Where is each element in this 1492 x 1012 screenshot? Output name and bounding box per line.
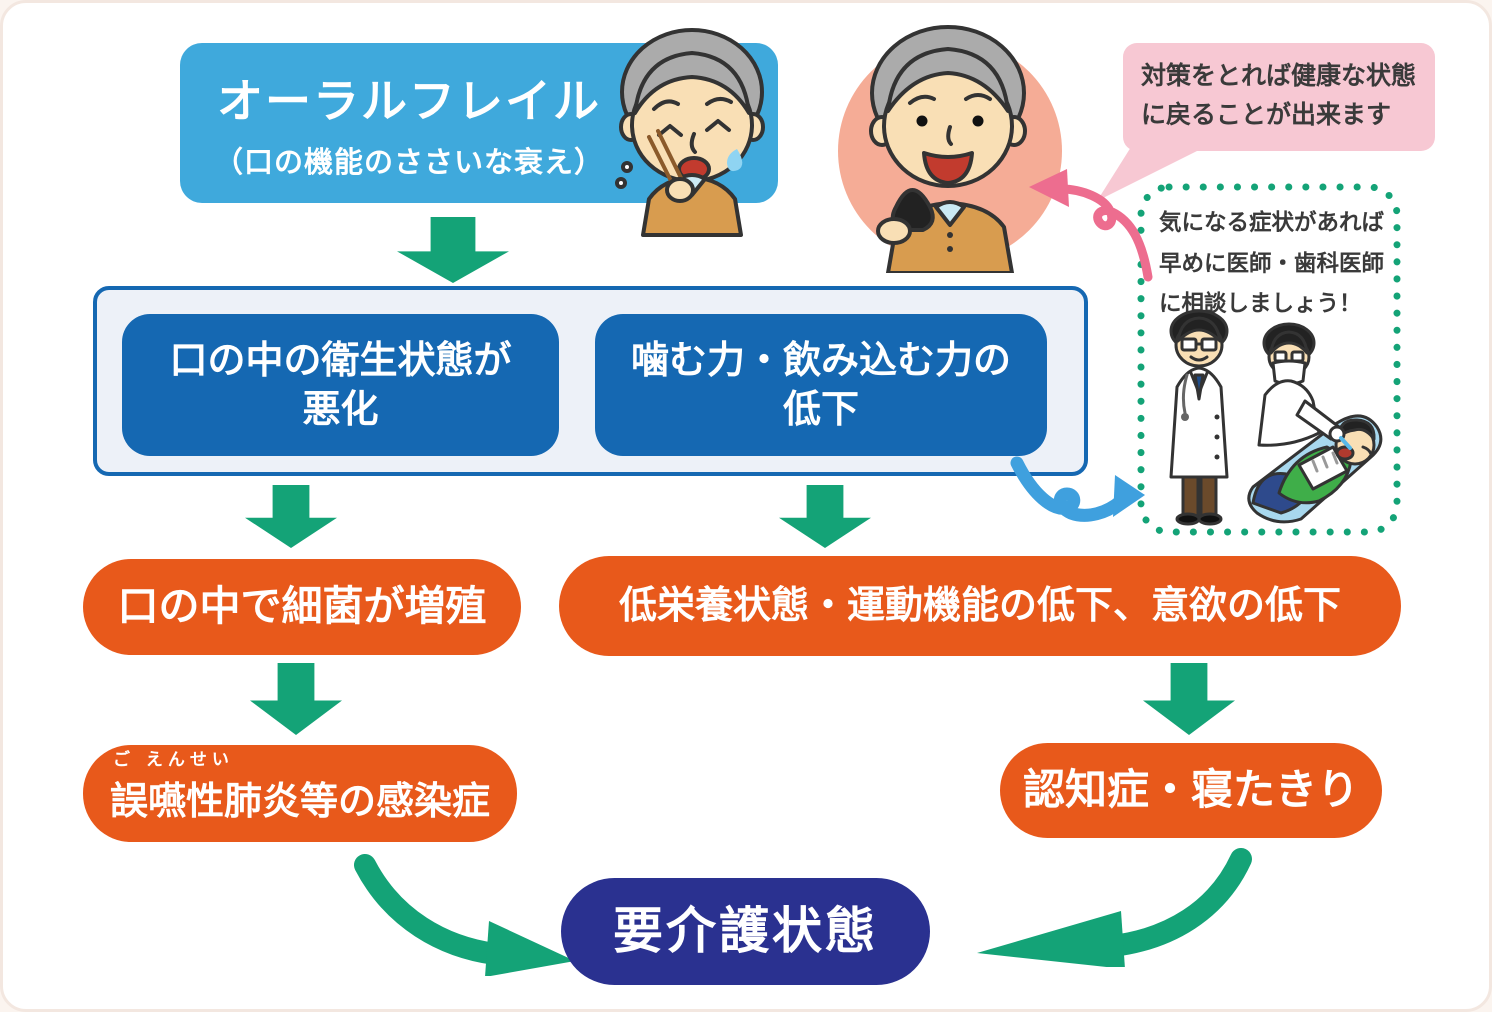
care-needed-box: 要介護状態 bbox=[561, 878, 930, 985]
down-arrow-4 bbox=[250, 663, 342, 735]
oral-decline-container: 口の中の衛生状態が 悪化 噛む力・飲み込む力の 低下 bbox=[93, 286, 1088, 476]
blue-curled-arrow bbox=[1010, 456, 1145, 522]
down-arrow-3 bbox=[779, 485, 871, 548]
hygiene-box: 口の中の衛生状態が 悪化 bbox=[122, 314, 559, 456]
pneumonia-label: 誤嚥性肺炎等の感染症 bbox=[109, 778, 490, 823]
down-arrow-1 bbox=[397, 217, 509, 283]
pneumonia-furigana: ご えんせい bbox=[113, 750, 234, 770]
pneumonia-box: ご えんせい 誤嚥性肺炎等の感染症 bbox=[83, 745, 517, 842]
chewing-box: 噛む力・飲み込む力の 低下 bbox=[595, 314, 1047, 456]
title-sub: （口の機能のささいな衰え） bbox=[213, 145, 604, 179]
pink-curled-arrow bbox=[1029, 169, 1153, 282]
title-main: オーラルフレイル bbox=[217, 74, 601, 128]
healthy-senior-eating-illustration bbox=[818, 11, 1083, 273]
swoosh-arrow-left bbox=[354, 854, 575, 976]
frail-senior-eating-illustration bbox=[591, 17, 791, 237]
speech-bubble-tail bbox=[1097, 147, 1205, 201]
recovery-speech-bubble: 対策をとれば健康な状態 に戻ることが出来ます bbox=[1123, 43, 1435, 151]
doctor-and-dentist-illustration bbox=[1141, 305, 1393, 530]
down-arrow-2 bbox=[245, 485, 337, 548]
malnutrition-box: 低栄養状態・運動機能の低下、意欲の低下 bbox=[559, 556, 1401, 656]
swoosh-arrow-right bbox=[977, 848, 1252, 967]
consult-note-box: 気になる症状があれば 早めに医師・歯科医師 に相談しましょう！ bbox=[1135, 181, 1403, 538]
dementia-box: 認知症・寝たきり bbox=[1000, 743, 1382, 838]
consult-note-text: 気になる症状があれば 早めに医師・歯科医師 に相談しましょう！ bbox=[1159, 210, 1385, 317]
bacteria-box: 口の中で細菌が増殖 bbox=[83, 559, 521, 655]
down-arrow-5 bbox=[1143, 663, 1235, 735]
